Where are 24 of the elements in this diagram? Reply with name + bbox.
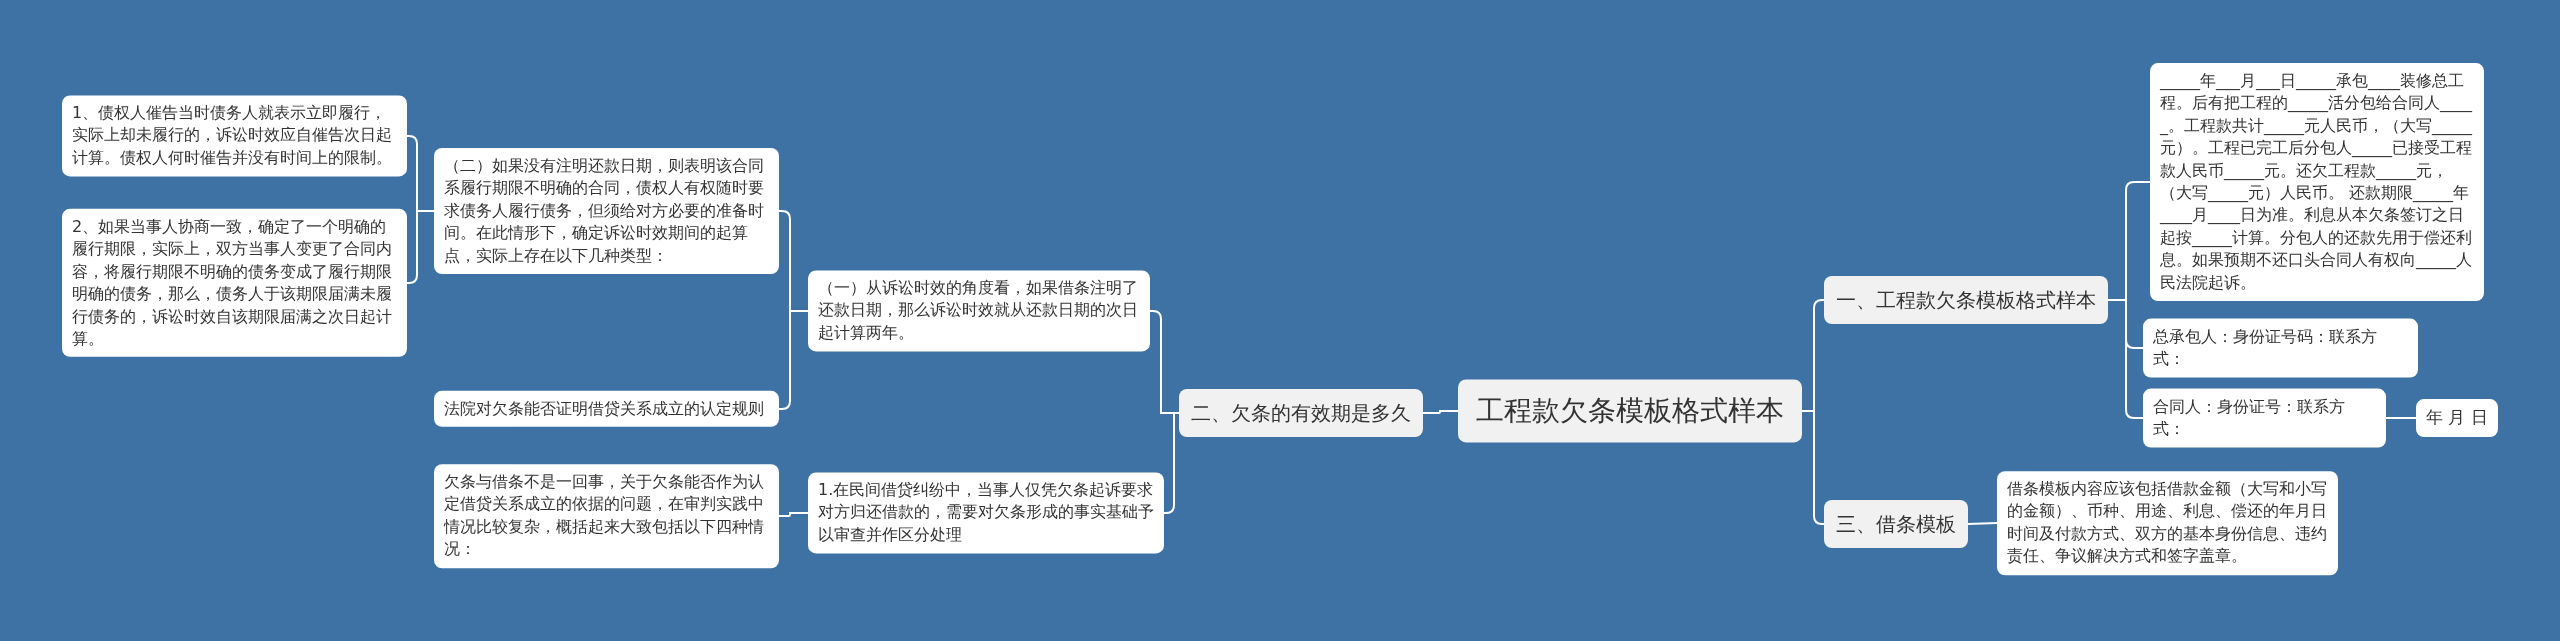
- topic-box: 三、借条模板: [1824, 500, 1968, 548]
- text-card: 欠条与借条不是一回事，关于欠条能否作为认定借贷关系成立的依据的问题，在审判实践中情况比较复杂，概括起来大致包括以下四种情况：: [434, 464, 779, 568]
- text-card: 法院对欠条能否证明借贷关系成立的认定规则: [434, 390, 779, 428]
- topic-box: 二、欠条的有效期是多久: [1179, 389, 1423, 437]
- text-card: 总承包人：身份证号码：联系方式：: [2143, 318, 2418, 378]
- topic-box: 一、工程款欠条模板格式样本: [1824, 276, 2108, 324]
- text-card: 1.在民间借贷纠纷中，当事人仅凭欠条起诉要求对方归还借款的，需要对欠条形成的事实基础予以审查并作区分处理: [808, 472, 1164, 554]
- connector-line: [1422, 410, 1459, 414]
- text-card: （二）如果没有注明还款日期，则表明该合同系履行期限不明确的合同，债权人有权随时要求债务人履行债务，但须给对方必要的准备时间。在此情形下，确定诉讼时效期间的起算点，实际上存在以下几种类型：: [434, 148, 779, 274]
- text-card: 1、债权人催告当时债务人就表示立即履行，实际上却未履行的，诉讼时效应自催告次日起计算。债权人何时催告并没有时间上的限制。: [62, 95, 407, 177]
- connector-line: [778, 310, 809, 410]
- connector-line: [2107, 299, 2144, 419]
- text-card: 年 月 日: [2416, 399, 2498, 437]
- connector-line: [1967, 522, 1998, 525]
- text-card: _____年___月___日_____承包____装修总工程。后有把工程的_____活分包给合同人_____。工程款共计_____元人民币，（大写_____元）。工程已完工后分包人_____已接受工程款人民币_____元。还欠工程款_____元，（大写_____元）人民币。 还款期限_____年____月____日为准。利息从本欠条签订之日起按_____计算。分包人的还款先用于偿还利息。如果预期不还口头合同人有权向_____人民法院起诉。: [2150, 63, 2484, 301]
- root-topic: 工程款欠条模板格式样本: [1458, 379, 1802, 443]
- connector-line: [778, 512, 809, 517]
- text-card: 合同人：身份证号：联系方式：: [2143, 388, 2386, 448]
- connector-line: [1801, 410, 1825, 525]
- connector-line: [406, 210, 435, 284]
- text-card: 2、如果当事人协商一致，确定了一个明确的履行期限，实际上，双方当事人变更了合同内容，将履行期限不明确的债务变成了履行期限明确的债务，那么，债务人于该期限届满未履行债务的，诉讼时效自该期限届满之次日起计算。: [62, 208, 407, 358]
- text-card: 借条模板内容应该包括借款金额（大写和小写的金额）、币种、用途、利息、偿还的年月日时间及付款方式、双方的基本身份信息、违约责任、争议解决方式和签字盖章。: [1997, 471, 2338, 575]
- connector-line: [2385, 417, 2417, 419]
- text-card: （一）从诉讼时效的角度看，如果借条注明了还款日期，那么诉讼时效就从还款日期的次日起计算两年。: [808, 270, 1150, 352]
